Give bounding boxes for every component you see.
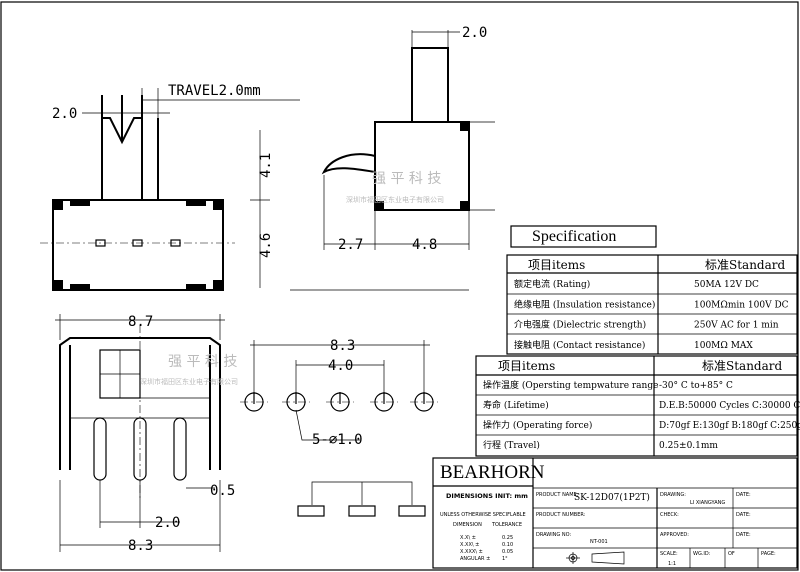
tolerance-key: X.X\ ± xyxy=(460,535,476,541)
svg-text:强 平 科 技: 强 平 科 技 xyxy=(372,171,441,187)
dim-bottom-width: 8.3 xyxy=(128,538,153,554)
date-label-1: DATE: xyxy=(736,492,751,498)
drawer-name: LI XIANGYANG xyxy=(690,500,725,506)
spec-title: Specification xyxy=(532,228,616,245)
dim-pin-pitch: 2.0 xyxy=(155,515,180,531)
pcb-hole-icon xyxy=(326,392,354,412)
dim-front-width: 8.7 xyxy=(128,314,153,330)
side-view: 2.0 4.1 4.6 2.7 4.8 xyxy=(250,25,495,291)
product-name: SK-12D07(1P2T) xyxy=(574,492,650,503)
top-view: 2.0 TRAVEL2.0mm xyxy=(40,83,300,291)
spec-row-value: 100MΩmin 100V DC xyxy=(694,300,789,310)
dim-side-height-top: 4.1 xyxy=(258,153,274,178)
tolerance-key: ANGULAR ± xyxy=(460,556,490,562)
spec-row-item: 操作温度 (Opersting tempwature range xyxy=(483,379,658,391)
brand-name: BEARHORN xyxy=(440,462,545,483)
tolerance-value: 1° xyxy=(502,556,508,562)
spec-row-item: 额定电流 (Rating) xyxy=(514,278,590,290)
pcb-hole-icon xyxy=(370,392,398,412)
pcb-hole-icon xyxy=(240,392,268,412)
spec-row-value: 50MA 12V DC xyxy=(694,280,759,290)
of-label: OF xyxy=(728,551,735,557)
drawing-label: DRAWING: xyxy=(660,492,686,498)
dim-pitch-total: 8.3 xyxy=(330,338,355,354)
spec-row-value: D:70gf E:130gf B:180gf C:250gf xyxy=(659,421,800,431)
table2-header-standard: 标准Standard xyxy=(702,359,782,373)
tolerance-key: X.XXX\ ± xyxy=(460,549,483,555)
date-label-3: DATE: xyxy=(736,532,751,538)
title-block: BEARHORN DIMENSIONS INIT: mm UNLESS OTHE… xyxy=(432,457,798,569)
drawing-no-label: DRAWING NO: xyxy=(536,532,571,538)
watermark-lower: 强 平 科 技 深圳市福田区东业电子有限公司 xyxy=(140,354,238,386)
dimension-header: DIMENSION xyxy=(453,522,482,528)
pcb-hole-icon xyxy=(410,392,438,412)
spec-row-value: 100MΩ MAX xyxy=(694,341,753,351)
pcb-hole-icon xyxy=(282,392,310,412)
projection-symbol-icon xyxy=(566,551,625,565)
spec-row-value: 0.25±0.1mm xyxy=(659,441,718,451)
table1-header-items: 项目items xyxy=(528,258,585,272)
page-label: PAGE: xyxy=(761,551,776,557)
spec-row-item: 绝缘电阻 (Insulation resistance) xyxy=(514,298,655,310)
approved-label: APPROVED: xyxy=(660,532,689,538)
spec-row-value: -30° C to+85° C xyxy=(659,381,733,391)
svg-text:强 平 科 技: 强 平 科 技 xyxy=(168,354,237,370)
scale-value: 1:1 xyxy=(668,561,676,567)
tolerance-value: 0.25 xyxy=(502,535,513,541)
watermark-upper: 强 平 科 技 深圳市福田区东业电子有限公司 xyxy=(346,171,444,204)
dim-side-top-width: 2.0 xyxy=(462,25,487,41)
wg-label: WG.ID: xyxy=(693,551,711,557)
dim-side-width: 4.8 xyxy=(412,237,437,253)
dim-side-left: 2.7 xyxy=(338,237,363,253)
spec-row-value: 250V AC for 1 min xyxy=(694,321,779,331)
unless-note: UNLESS OTHERWISE SPECIFLABLE xyxy=(440,512,526,518)
spec-row-item: 接触电阻 (Contact resistance) xyxy=(514,339,645,351)
svg-text:深圳市福田区东业电子有限公司: 深圳市福田区东业电子有限公司 xyxy=(140,377,238,386)
spec-row-value: D.E.B:50000 Cycles C:30000 Cycles xyxy=(659,401,800,411)
svg-text:深圳市福田区东业电子有限公司: 深圳市福田区东业电子有限公司 xyxy=(346,195,444,204)
spec-row-item: 介电强度 (Dielectric strength) xyxy=(514,319,646,331)
spec-row-item: 操作力 (Operating force) xyxy=(483,419,592,431)
scale-label: SCALE: xyxy=(660,551,678,557)
check-label: CHECK: xyxy=(660,512,679,518)
pcb-layout: 8.3 4.0 5-∅1.0 xyxy=(240,338,438,448)
table1-header-standard: 标准Standard xyxy=(705,258,785,272)
dim-pin-thickness: 0.5 xyxy=(210,483,235,499)
tolerance-key: X.XX\ ± xyxy=(460,542,479,548)
tolerance-header: TOLERANCE xyxy=(491,522,522,528)
spec-row-item: 行程 (Travel) xyxy=(483,439,540,451)
date-label-2: DATE: xyxy=(736,512,751,518)
tolerance-value: 0.10 xyxy=(502,542,513,548)
dim-pitch: 4.0 xyxy=(328,358,353,374)
product-name-label: PRODUCT NAME: xyxy=(536,492,579,498)
specification-section: Specification 项目items 标准Standard 额定电流 (R… xyxy=(475,225,800,457)
dim-holes: 5-∅1.0 xyxy=(312,432,363,448)
dim-travel: TRAVEL2.0mm xyxy=(168,83,261,99)
dimensions-unit: DIMENSIONS INIT: mm xyxy=(446,492,528,500)
switch-schematic xyxy=(297,481,426,517)
product-number-label: PRODUCT NUMBER: xyxy=(536,512,586,518)
tolerance-value: 0.05 xyxy=(502,549,513,555)
front-view: 8.7 0.5 2.0 8.3 xyxy=(55,314,235,554)
table2-header-items: 项目items xyxy=(498,359,555,373)
drawing-no: NT-001 xyxy=(590,539,608,545)
dim-top-left-width: 2.0 xyxy=(52,106,77,122)
dim-side-height-bottom: 4.6 xyxy=(258,233,274,258)
spec-row-item: 寿命 (Lifetime) xyxy=(483,399,549,411)
